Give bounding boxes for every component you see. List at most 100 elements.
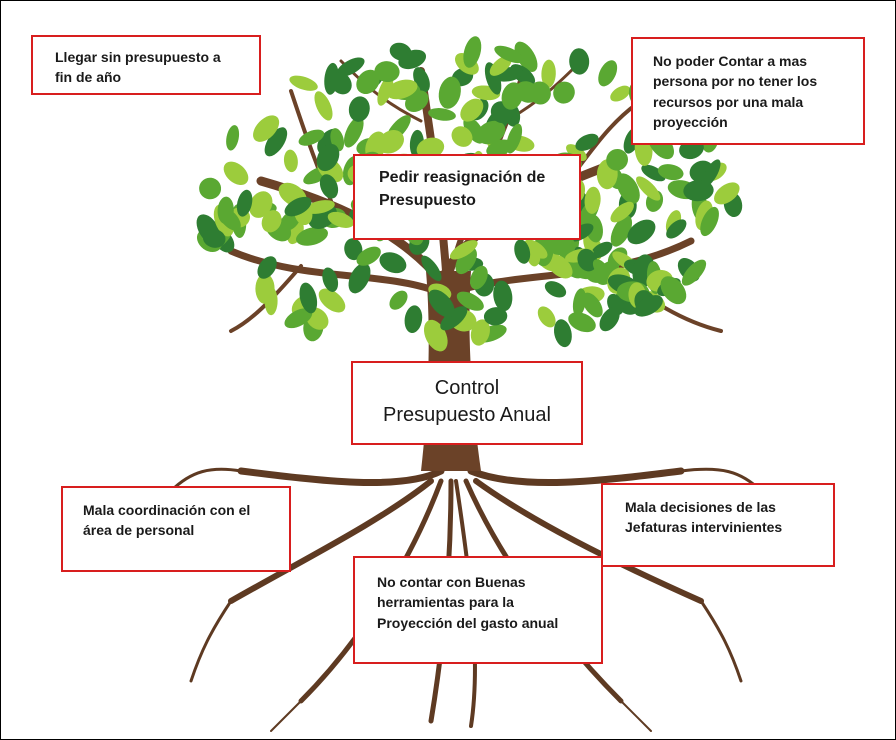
leaf — [344, 116, 364, 148]
leaf — [295, 226, 329, 246]
leaf — [470, 265, 488, 290]
leaf — [486, 139, 513, 157]
box-line: Jefaturas intervinientes — [625, 519, 783, 536]
effect-box-staffing: No poder Contar a mas persona por no ten… — [631, 37, 865, 145]
leaf — [489, 55, 512, 76]
leaf — [636, 176, 661, 201]
leaf — [336, 57, 365, 77]
leaf — [545, 235, 576, 256]
leaf — [348, 263, 371, 294]
leaf — [449, 240, 478, 260]
leaf — [599, 307, 620, 332]
root — [473, 478, 704, 604]
leaf — [569, 48, 590, 75]
leaf — [377, 130, 404, 154]
leaf — [460, 98, 484, 122]
leaf — [386, 79, 418, 100]
leaf — [610, 85, 631, 102]
leaf — [404, 305, 423, 334]
leaf — [264, 127, 288, 157]
leaf — [330, 72, 352, 95]
leaf — [582, 292, 603, 318]
root — [169, 467, 243, 493]
leaf — [389, 290, 408, 310]
leaf — [606, 149, 629, 171]
leaf — [514, 41, 538, 72]
leaf — [524, 239, 548, 259]
leaf — [493, 280, 513, 312]
cause-box-coordination: Mala coordinación con el área de persona… — [61, 486, 291, 572]
box-line: área de personal — [83, 522, 195, 539]
leaf — [483, 307, 508, 326]
leaf — [283, 149, 298, 173]
box-line: No poder Contar a mas — [653, 53, 808, 69]
leaf — [322, 267, 339, 292]
leaf — [440, 306, 468, 331]
leaf — [666, 219, 687, 239]
leaf — [416, 137, 445, 159]
leaf — [616, 173, 640, 204]
leaf — [319, 174, 339, 199]
leaf — [681, 259, 707, 286]
leaf — [405, 90, 429, 113]
leaf — [374, 61, 400, 83]
leaf — [257, 256, 277, 279]
leaf — [641, 164, 666, 182]
effect-box-reassignment: Pedir reasignación de Presupuesto — [353, 154, 581, 240]
leaf — [199, 177, 222, 200]
branch — [229, 264, 303, 333]
leaf — [553, 319, 572, 348]
box-line: No contar con Buenas — [377, 574, 526, 590]
leaf — [456, 291, 484, 311]
box-line: Presupuesto — [379, 192, 476, 210]
branch — [227, 247, 440, 295]
leaf — [421, 255, 442, 282]
box-line: Llegar sin presupuesto a — [55, 49, 221, 65]
leaf — [627, 219, 656, 245]
leaf — [253, 115, 280, 142]
leaf — [223, 161, 249, 185]
leaf — [261, 210, 282, 233]
box-line: herramientas para la — [377, 594, 514, 611]
leaf — [438, 76, 461, 109]
leaf — [298, 129, 325, 146]
box-line: Mala coordinación con el — [83, 502, 251, 518]
leaf — [553, 81, 575, 104]
leaf — [348, 96, 370, 122]
leaf — [289, 75, 318, 91]
root — [467, 467, 685, 487]
box-line: fin de año — [55, 69, 122, 86]
root — [228, 478, 434, 604]
leaf — [428, 289, 455, 318]
leaf — [377, 75, 394, 106]
box-line: Presupuesto Anual — [383, 404, 551, 426]
box-line: Control — [434, 377, 500, 399]
leaf — [657, 164, 684, 181]
cause-box-decisions: Mala decisiones de las Jefaturas intervi… — [601, 483, 835, 567]
box-line: recursos por una mala — [653, 93, 804, 110]
leaf — [299, 282, 318, 314]
leaf — [501, 82, 524, 110]
leaf — [577, 248, 598, 272]
leaf — [598, 60, 618, 87]
leaf — [428, 108, 456, 121]
leaf — [284, 196, 312, 217]
leaf — [284, 308, 313, 329]
box-line: persona por no tener los — [653, 73, 818, 90]
root — [699, 599, 743, 683]
leaf — [494, 45, 524, 64]
box-line: Proyección del gasto anual — [377, 614, 559, 631]
leaf — [356, 69, 380, 95]
leaf — [226, 125, 240, 151]
box-line: Pedir reasignación de — [379, 169, 546, 186]
leaf — [398, 49, 427, 70]
leaf — [327, 211, 354, 228]
leaf — [634, 295, 663, 317]
leaf — [575, 133, 599, 151]
leaf — [610, 201, 634, 223]
leaf — [236, 189, 253, 217]
box-line: proyección — [653, 113, 728, 130]
leaf — [379, 252, 407, 274]
leaf — [572, 288, 586, 317]
